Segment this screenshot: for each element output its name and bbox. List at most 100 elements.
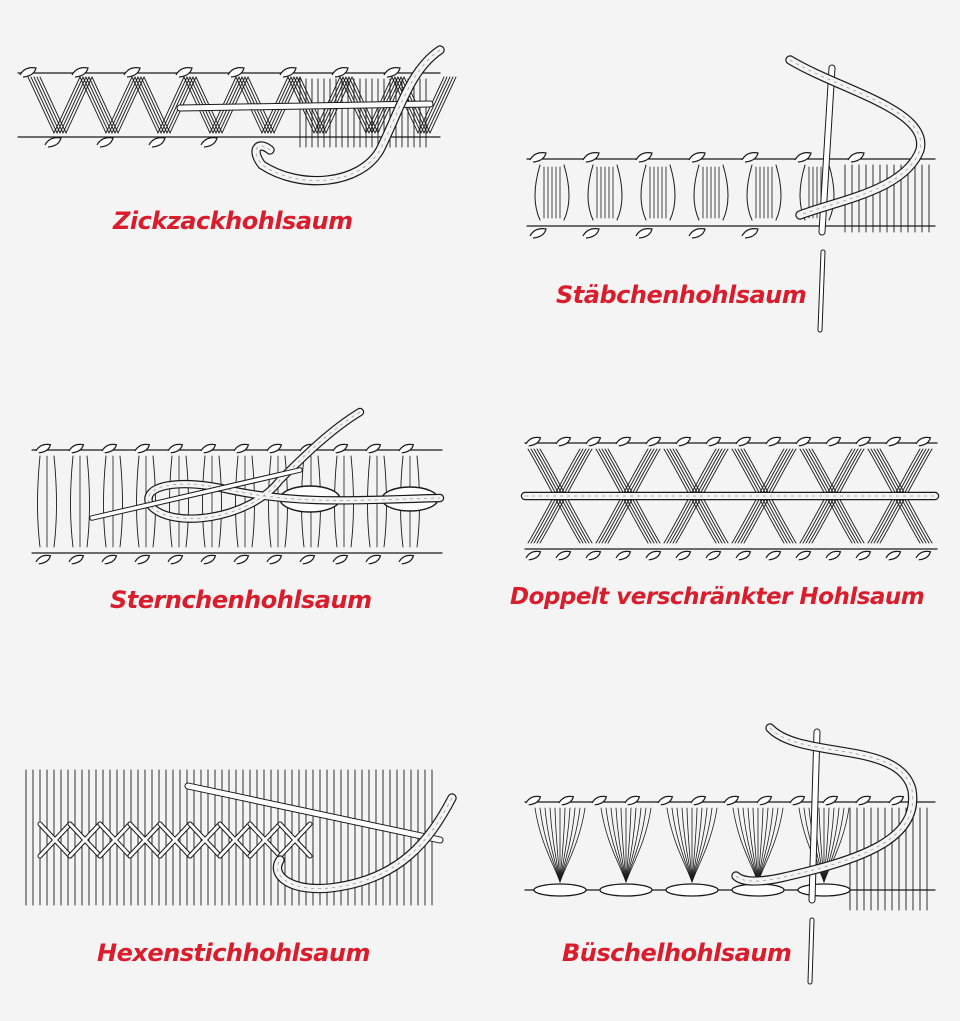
cross-stitch [248, 822, 282, 858]
thread [732, 724, 917, 885]
knot [789, 795, 806, 806]
knot [35, 443, 52, 454]
knot [175, 67, 193, 78]
fabric-thread [559, 807, 576, 883]
knot [233, 554, 250, 565]
fabric-thread [85, 76, 113, 134]
knot [44, 137, 62, 148]
zickzack-illustration [17, 45, 457, 186]
fabric-thread [30, 76, 58, 134]
knot [525, 436, 542, 447]
knot [200, 443, 217, 454]
knot [365, 443, 382, 454]
bar-outline [53, 455, 57, 548]
knot [148, 137, 166, 148]
knot [723, 795, 740, 806]
cross-stitch [68, 822, 102, 858]
cross-stitch [188, 822, 222, 858]
fabric-thread [423, 76, 451, 134]
knot [888, 795, 905, 806]
knot [96, 137, 114, 148]
bundle-knot [797, 883, 851, 897]
knot [795, 436, 812, 447]
knot [582, 152, 600, 163]
bar-outline [37, 455, 41, 548]
bar-outline [746, 164, 753, 221]
knot [915, 550, 932, 561]
fabric-thread [625, 807, 642, 883]
knot [690, 795, 707, 806]
caption-hexenstichhohlsaum: Hexenstichhohlsaum [97, 939, 370, 967]
knot [915, 436, 932, 447]
knot [735, 436, 752, 447]
knot [675, 550, 692, 561]
fabric-thread [163, 76, 191, 134]
knot [233, 443, 250, 454]
fabric-thread [27, 76, 55, 134]
thread-twist [255, 49, 441, 181]
knot [200, 137, 218, 148]
knot [398, 554, 415, 565]
knot [167, 443, 184, 454]
fabric-thread [757, 807, 774, 883]
knot [134, 443, 151, 454]
knot [529, 152, 547, 163]
bar-outline [268, 455, 272, 548]
staebchen-illustration [526, 55, 936, 333]
bar-outline [136, 455, 140, 548]
knot [847, 152, 865, 163]
knot [705, 550, 722, 561]
knot [332, 443, 349, 454]
knot [558, 795, 575, 806]
fabric-thread [544, 807, 561, 883]
knot [582, 228, 600, 239]
bar-outline [218, 455, 222, 548]
fabric-thread [757, 807, 769, 883]
fabric-thread [36, 76, 64, 134]
knot [19, 67, 37, 78]
cross-stitch [98, 822, 132, 858]
bundle-knot [533, 883, 587, 897]
bar-outline [828, 164, 835, 221]
knot [35, 554, 52, 565]
fabric-thread [131, 76, 159, 134]
knot [688, 152, 706, 163]
knot [365, 554, 382, 565]
knot [525, 795, 542, 806]
hexenstich-illustration [25, 769, 457, 906]
knot [615, 550, 632, 561]
caption-sternchenhohlsaum: Sternchenhohlsaum [110, 586, 372, 614]
fabric-thread [559, 807, 571, 883]
thread-twist [277, 797, 453, 889]
bar-outline [70, 455, 74, 548]
knot [741, 152, 759, 163]
thread-twist [148, 411, 441, 519]
caption-doppelt-verschraenkter-hohlsaum: Doppelt verschränkter Hohlsaum [510, 584, 925, 610]
fabric-thread [82, 76, 110, 134]
knot [167, 554, 184, 565]
knot [200, 554, 217, 565]
knot [825, 550, 842, 561]
knot [68, 554, 85, 565]
bueschel-illustration [524, 723, 936, 985]
knot [765, 436, 782, 447]
caption-zickzackhohlsaum: Zickzackhohlsaum [113, 207, 353, 235]
fabric-thread [676, 807, 693, 883]
bar-outline [185, 455, 189, 548]
cross-stitch [218, 822, 252, 858]
knot [645, 436, 662, 447]
fabric-thread [681, 807, 693, 883]
bar-outline [669, 164, 676, 221]
fabric-thread [88, 76, 116, 134]
knot [645, 550, 662, 561]
knot [101, 554, 118, 565]
knot [227, 67, 245, 78]
knot [134, 554, 151, 565]
knot [585, 436, 602, 447]
knot [675, 436, 692, 447]
knot [299, 554, 316, 565]
knot [688, 228, 706, 239]
fabric-thread [134, 76, 162, 134]
bar-outline [775, 164, 782, 221]
